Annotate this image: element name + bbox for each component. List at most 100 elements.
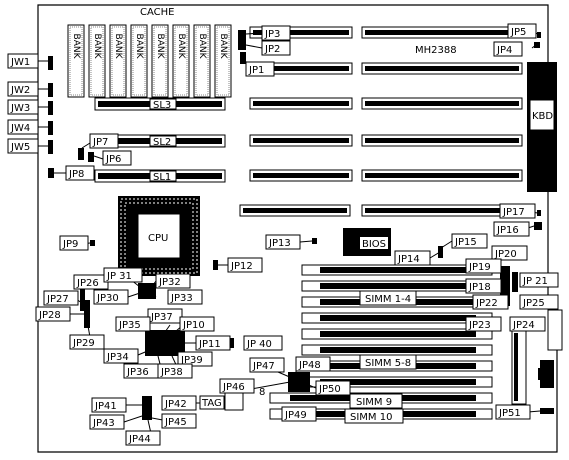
jp48-label: JP48 xyxy=(295,356,331,372)
svg-text:JP2: JP2 xyxy=(264,44,280,55)
jw1-label: JW1 xyxy=(7,53,39,69)
svg-text:JP12: JP12 xyxy=(230,261,253,272)
simm-slot xyxy=(301,312,493,324)
svg-text:JP13: JP13 xyxy=(268,238,291,249)
bank-module xyxy=(67,24,85,98)
jp29-label: JP29 xyxy=(69,334,105,350)
svg-text:SIMM 10: SIMM 10 xyxy=(350,412,392,423)
jp45-label: JP45 xyxy=(161,413,197,429)
bank-module xyxy=(214,24,232,98)
jp2-label: JP2 xyxy=(261,40,291,56)
bank-module xyxy=(151,24,169,98)
bank-module xyxy=(172,24,190,98)
simm-slot xyxy=(301,328,493,340)
svg-text:JP22: JP22 xyxy=(475,298,498,309)
svg-text:JW4: JW4 xyxy=(10,123,30,134)
jp44-label: JP44 xyxy=(125,430,161,446)
keyboard-connector: KBD xyxy=(527,62,557,192)
svg-text:JP 21: JP 21 xyxy=(522,276,548,287)
sl1-label: SL1 xyxy=(153,172,171,183)
svg-text:JP38: JP38 xyxy=(160,367,183,378)
jp28-label: JP28 xyxy=(35,306,71,322)
pin-marker: 8 xyxy=(259,387,265,398)
bios-label: BIOS xyxy=(362,239,386,250)
svg-text:JP16: JP16 xyxy=(496,225,519,236)
svg-text:JP23: JP23 xyxy=(468,320,491,331)
bank-label: BANK xyxy=(113,34,123,60)
jp7-label: JP7 xyxy=(89,133,119,149)
svg-text:JP 40: JP 40 xyxy=(246,339,272,350)
svg-text:SIMM 9: SIMM 9 xyxy=(356,397,392,408)
svg-text:JP47: JP47 xyxy=(252,361,275,372)
jp11-label: JP11 xyxy=(195,335,231,351)
right-connectors xyxy=(511,329,554,405)
jp21-label: JP 21 xyxy=(519,272,559,288)
svg-text:JP46: JP46 xyxy=(222,382,245,393)
bank-label: BANK xyxy=(218,34,228,60)
svg-text:JP1: JP1 xyxy=(248,65,264,76)
jp22-label: JP22 xyxy=(472,294,509,310)
jp39-label: JP39 xyxy=(177,351,213,367)
expansion-slot xyxy=(249,169,353,182)
jp20-label: JP20 xyxy=(491,245,528,261)
jw3-label: JW3 xyxy=(7,99,39,115)
cpu-label: CPU xyxy=(148,233,168,244)
cpu-socket: CPU xyxy=(118,196,200,276)
bank-label: BANK xyxy=(176,34,186,60)
bank-module xyxy=(88,24,106,98)
svg-text:JP3: JP3 xyxy=(264,29,280,40)
svg-text:JP17: JP17 xyxy=(502,207,525,218)
kbd-label: KBD xyxy=(532,111,553,122)
svg-text:JP9: JP9 xyxy=(62,239,78,250)
svg-text:JP36: JP36 xyxy=(126,367,149,378)
jp24-label: JP24 xyxy=(509,316,546,332)
tag-label: TAG xyxy=(201,398,222,409)
bank-module xyxy=(193,24,211,98)
jp14-label: JP14 xyxy=(394,250,431,266)
simm-10-label: SIMM 10 xyxy=(344,408,404,424)
jw4-label: JW4 xyxy=(7,119,39,135)
expansion-slot xyxy=(249,26,353,39)
simm-5-8-label: SIMM 5-8 xyxy=(359,354,417,370)
svg-text:JP30: JP30 xyxy=(96,293,119,304)
svg-text:JP29: JP29 xyxy=(72,338,95,349)
jp4-label: JP4 xyxy=(493,41,523,57)
svg-text:JP43: JP43 xyxy=(92,418,115,429)
svg-text:JW3: JW3 xyxy=(10,103,30,114)
svg-text:JP 31: JP 31 xyxy=(106,271,132,282)
svg-text:JP28: JP28 xyxy=(38,310,61,321)
svg-text:JP20: JP20 xyxy=(494,249,517,260)
jp43-label: JP43 xyxy=(89,414,125,430)
cache-label: CACHE xyxy=(140,7,174,18)
bank-label: BANK xyxy=(71,34,81,60)
svg-text:JP15: JP15 xyxy=(454,237,477,248)
svg-text:JP32: JP32 xyxy=(158,277,181,288)
sl3-label: SL3 xyxy=(153,100,171,111)
jp25-label: JP25 xyxy=(519,294,559,310)
bank-label: BANK xyxy=(92,34,102,60)
simm-slot xyxy=(301,280,493,292)
expansion-slot xyxy=(361,134,523,147)
bank-label: BANK xyxy=(197,34,207,60)
jp10-label: JP10 xyxy=(179,316,215,332)
jp9-label: JP9 xyxy=(59,235,89,251)
jp16-label: JP16 xyxy=(493,221,530,237)
expansion-slot xyxy=(239,204,351,217)
jp40-label: JP 40 xyxy=(243,335,283,351)
jp13-label: JP13 xyxy=(265,234,301,250)
svg-text:JW1: JW1 xyxy=(10,57,30,68)
svg-text:JP50: JP50 xyxy=(318,384,341,395)
bank-label: BANK xyxy=(134,34,144,60)
svg-text:JP11: JP11 xyxy=(198,339,221,350)
simm-1-4-label: SIMM 1-4 xyxy=(359,290,417,306)
svg-text:JP49: JP49 xyxy=(284,410,307,421)
svg-text:JP51: JP51 xyxy=(498,408,521,419)
bank-labels: BANK BANK BANK BANK BANK BANK BANK BANK xyxy=(71,34,228,60)
jp23-label: JP23 xyxy=(465,316,502,332)
svg-text:JP7: JP7 xyxy=(92,137,108,148)
jp41-label: JP41 xyxy=(91,397,127,413)
jp37-label: JP37 xyxy=(147,308,183,324)
jp51-label: JP51 xyxy=(495,404,531,420)
svg-text:JP14: JP14 xyxy=(397,254,420,265)
